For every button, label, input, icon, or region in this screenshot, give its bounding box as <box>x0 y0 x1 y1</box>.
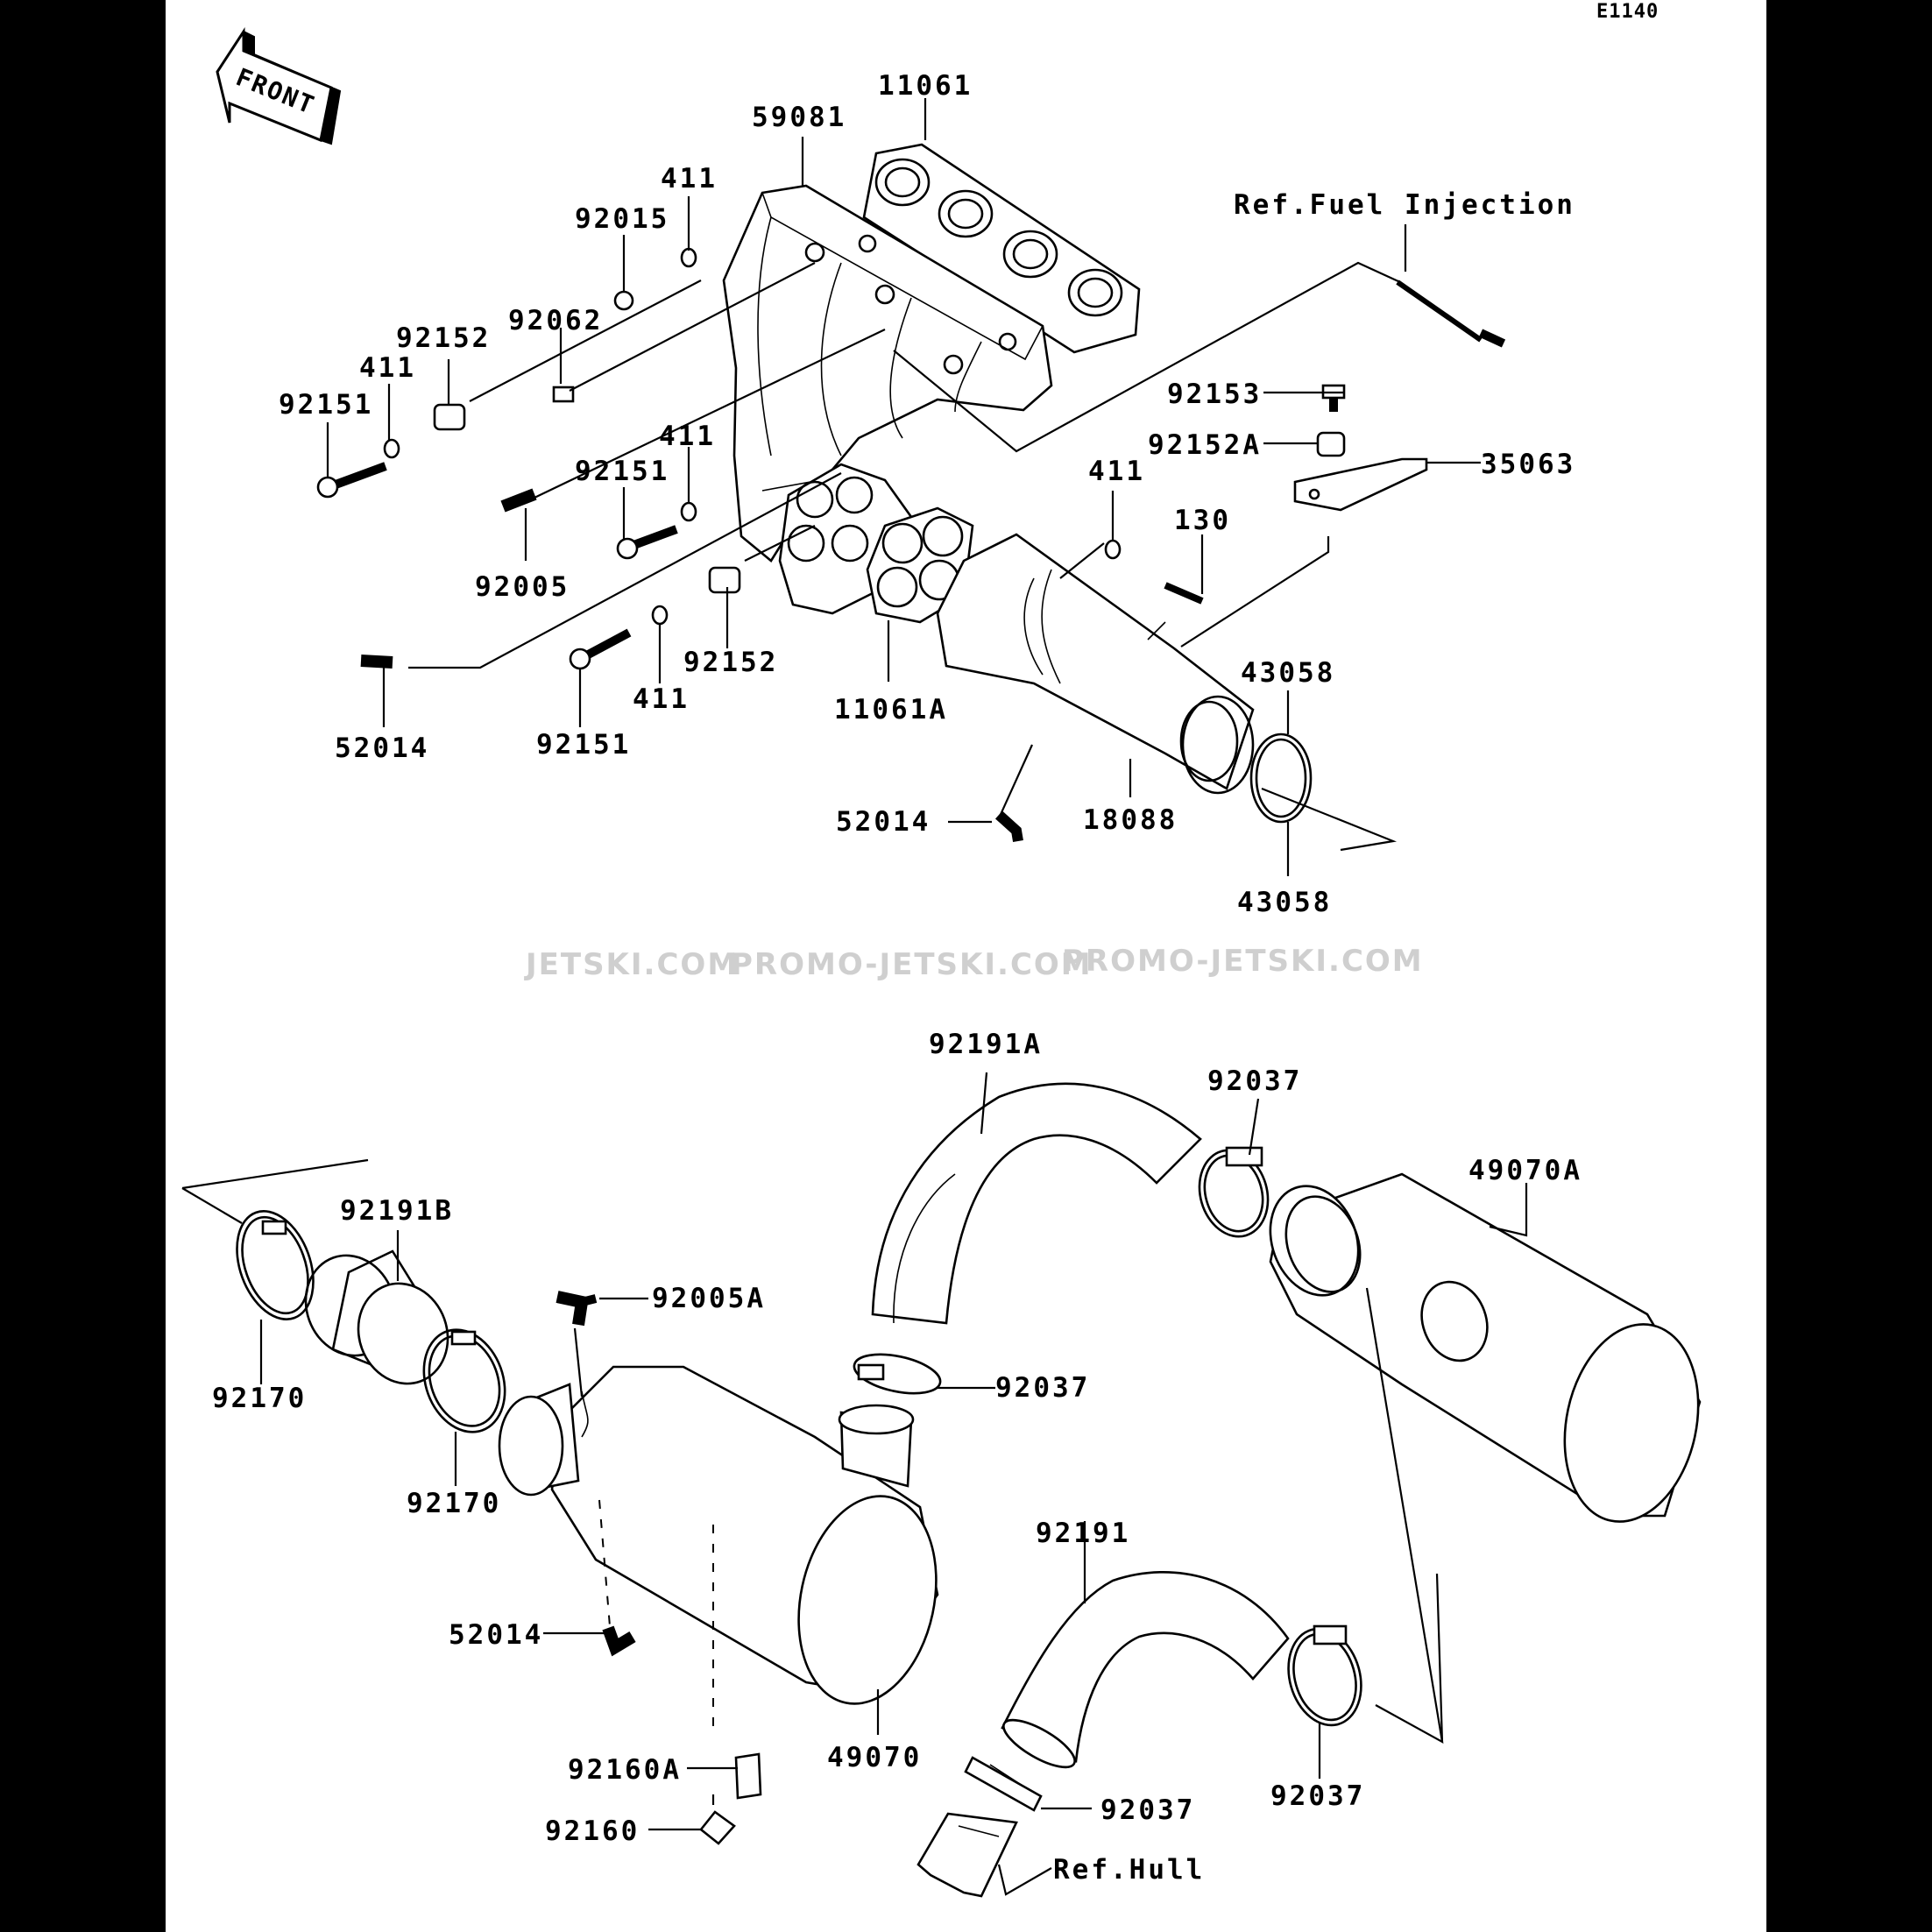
callout-92062: 92062 <box>508 305 603 336</box>
bolt-92151-b <box>616 525 678 560</box>
washer-411-b <box>383 438 400 459</box>
callout-92152A: 92152A <box>1148 429 1262 461</box>
watermark-1: JETSKI.COM <box>524 947 739 982</box>
callout-92151-c: 92151 <box>536 729 631 761</box>
clamp-92037-d <box>964 1756 1043 1812</box>
callout-92153: 92153 <box>1167 379 1262 410</box>
sensor-fuel-injection <box>1396 280 1506 348</box>
clamp-92037-c <box>1287 1624 1362 1727</box>
callout-130: 130 <box>1174 505 1231 536</box>
bolt-130 <box>1164 582 1204 605</box>
callout-92170-a: 92170 <box>212 1383 307 1414</box>
callout-411-e: 411 <box>1088 456 1145 487</box>
front-arrow-icon: FRONT <box>216 26 342 145</box>
callout-92191B: 92191B <box>340 1195 454 1227</box>
bolt-92153 <box>1321 384 1346 412</box>
callout-92191: 92191 <box>1036 1518 1130 1549</box>
watermark-3: PROMO-JETSKI.COM <box>1062 944 1424 979</box>
label-92160A <box>734 1752 762 1800</box>
callout-92191A: 92191A <box>929 1029 1043 1060</box>
bracket-35063 <box>1293 457 1428 512</box>
callout-92037-a: 92037 <box>1207 1065 1302 1097</box>
collar-92152-a <box>433 403 466 431</box>
clamp-92170-a <box>236 1210 315 1320</box>
callout-411-c: 411 <box>659 421 716 452</box>
callout-92015: 92015 <box>575 203 669 235</box>
fitting-92005A <box>556 1291 598 1327</box>
exhaust-pipe-18088 <box>936 533 1255 795</box>
gasket-43058-a <box>1249 732 1313 824</box>
callout-49070A: 49070A <box>1468 1155 1582 1186</box>
callout-11061: 11061 <box>878 70 973 102</box>
collar-92152A <box>1316 431 1346 457</box>
callout-411-a: 411 <box>661 163 718 195</box>
hose-92191A <box>871 1082 1202 1325</box>
washer-411-e <box>1104 539 1122 560</box>
callout-52014-c: 52014 <box>449 1619 543 1651</box>
watermark-2: PROMO-JETSKI.COM <box>731 947 1093 982</box>
fitting-52014-c <box>602 1625 636 1657</box>
ref-hull: Ref.Hull <box>1053 1854 1205 1886</box>
callout-92005A: 92005A <box>652 1283 766 1314</box>
callout-92037-d: 92037 <box>1270 1780 1365 1812</box>
callout-92037-b: 92037 <box>995 1372 1090 1404</box>
callout-92170-b: 92170 <box>407 1488 501 1519</box>
callout-52014-b: 52014 <box>836 806 931 838</box>
callout-35063: 35063 <box>1481 449 1575 480</box>
muffler-49070 <box>498 1365 939 1705</box>
callout-18088: 18088 <box>1083 804 1178 836</box>
washer-411-c <box>680 501 697 522</box>
fitting-52014-b <box>994 810 1023 842</box>
washer-411-a <box>680 247 697 268</box>
sheet-code: E1140 <box>1596 1 1659 23</box>
callout-92152-b: 92152 <box>683 647 778 678</box>
clamp-92037-b <box>853 1353 942 1395</box>
clamp-92037-a <box>1198 1146 1270 1238</box>
callout-43058-a: 43058 <box>1241 657 1335 689</box>
callout-92160: 92160 <box>545 1815 640 1847</box>
callout-52014-a: 52014 <box>335 732 429 764</box>
callout-92005: 92005 <box>475 571 570 603</box>
hull-fitting <box>916 1812 1018 1898</box>
callout-92160A: 92160A <box>568 1754 682 1786</box>
fitting-52014-a <box>360 655 393 669</box>
stud-92062 <box>552 386 575 403</box>
callout-59081: 59081 <box>752 102 846 133</box>
washer-411-d <box>651 605 669 626</box>
clamp-92170-b <box>422 1328 506 1433</box>
fitting-92005 <box>500 488 537 513</box>
hose-92191B <box>304 1249 449 1385</box>
nut-92015 <box>613 290 634 311</box>
callout-92152-a: 92152 <box>396 322 491 354</box>
callout-49070: 49070 <box>827 1742 922 1773</box>
collar-92152-b <box>708 566 741 594</box>
ref-fuel-injection: Ref.Fuel Injection <box>1234 189 1575 221</box>
callout-411-b: 411 <box>359 352 416 384</box>
callout-92151-b: 92151 <box>575 456 669 487</box>
callout-411-d: 411 <box>633 683 690 715</box>
callout-43058-b: 43058 <box>1237 887 1332 918</box>
exhaust-manifold-59081 <box>722 184 1053 563</box>
bolt-92151-c <box>569 628 632 670</box>
callout-92037-c: 92037 <box>1100 1794 1195 1826</box>
muffler-49070A <box>1269 1172 1702 1523</box>
label-92160 <box>699 1810 736 1845</box>
callout-11061A: 11061A <box>834 694 948 725</box>
callout-92151-a: 92151 <box>279 389 373 421</box>
exhaust-manifold-gasket-11061 <box>862 143 1141 354</box>
hose-92191 <box>1001 1571 1290 1769</box>
bolt-92151-a <box>316 462 387 499</box>
